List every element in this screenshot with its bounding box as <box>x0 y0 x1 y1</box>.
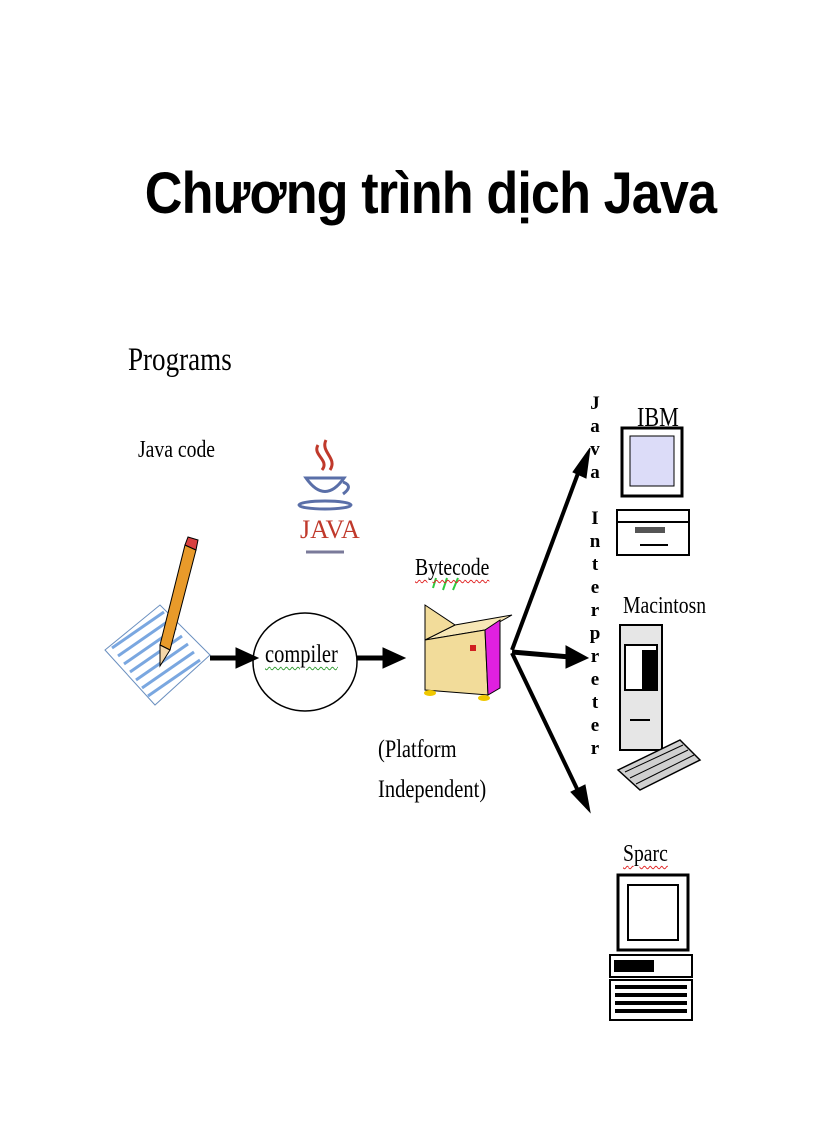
bytecode-label: Bytecode <box>415 555 490 581</box>
page-title: Chương trình dịch Java <box>144 161 717 226</box>
vertical-letter: r <box>590 646 600 667</box>
sparc-computer-icon <box>609 873 693 1021</box>
vertical-letter: e <box>590 669 600 690</box>
sparc-label: Sparc <box>623 841 668 867</box>
bytecode-box-icon <box>424 577 513 701</box>
java-code-label: Java code <box>138 437 216 463</box>
java-logo-icon: JAVA <box>297 439 360 554</box>
compiler-node <box>252 612 358 712</box>
vertical-letter: p <box>589 623 601 644</box>
vertical-letter: r <box>590 600 600 621</box>
vertical-letter: a <box>590 416 600 437</box>
macintosh-computer-icon <box>616 624 702 791</box>
platform-independent-label: (Platform Independent) <box>378 730 486 810</box>
vertical-letter: I <box>591 508 599 529</box>
vertical-letter: a <box>590 462 600 483</box>
ibm-label: IBM <box>637 402 679 432</box>
flow-arrows <box>210 447 591 814</box>
vertical-letter: J <box>590 393 600 414</box>
vertical-letter: v <box>590 439 600 460</box>
ibm-computer-icon <box>616 426 690 556</box>
vertical-letter: e <box>590 577 600 598</box>
macintosh-label: Macintosn <box>623 593 707 619</box>
platform-line-1: (Platform <box>378 736 457 763</box>
programs-label: Programs <box>128 342 232 378</box>
vertical-letter: e <box>590 715 600 736</box>
platform-line-2: Independent) <box>378 776 487 803</box>
java-logo-text: JAVA <box>300 515 360 544</box>
compiler-label: compiler <box>265 641 338 668</box>
notepad-pencil-icon <box>104 536 211 706</box>
vertical-letter: r <box>590 738 600 759</box>
vertical-letter: n <box>589 531 601 552</box>
vertical-letter: t <box>591 692 599 713</box>
vertical-letter: t <box>591 554 599 575</box>
